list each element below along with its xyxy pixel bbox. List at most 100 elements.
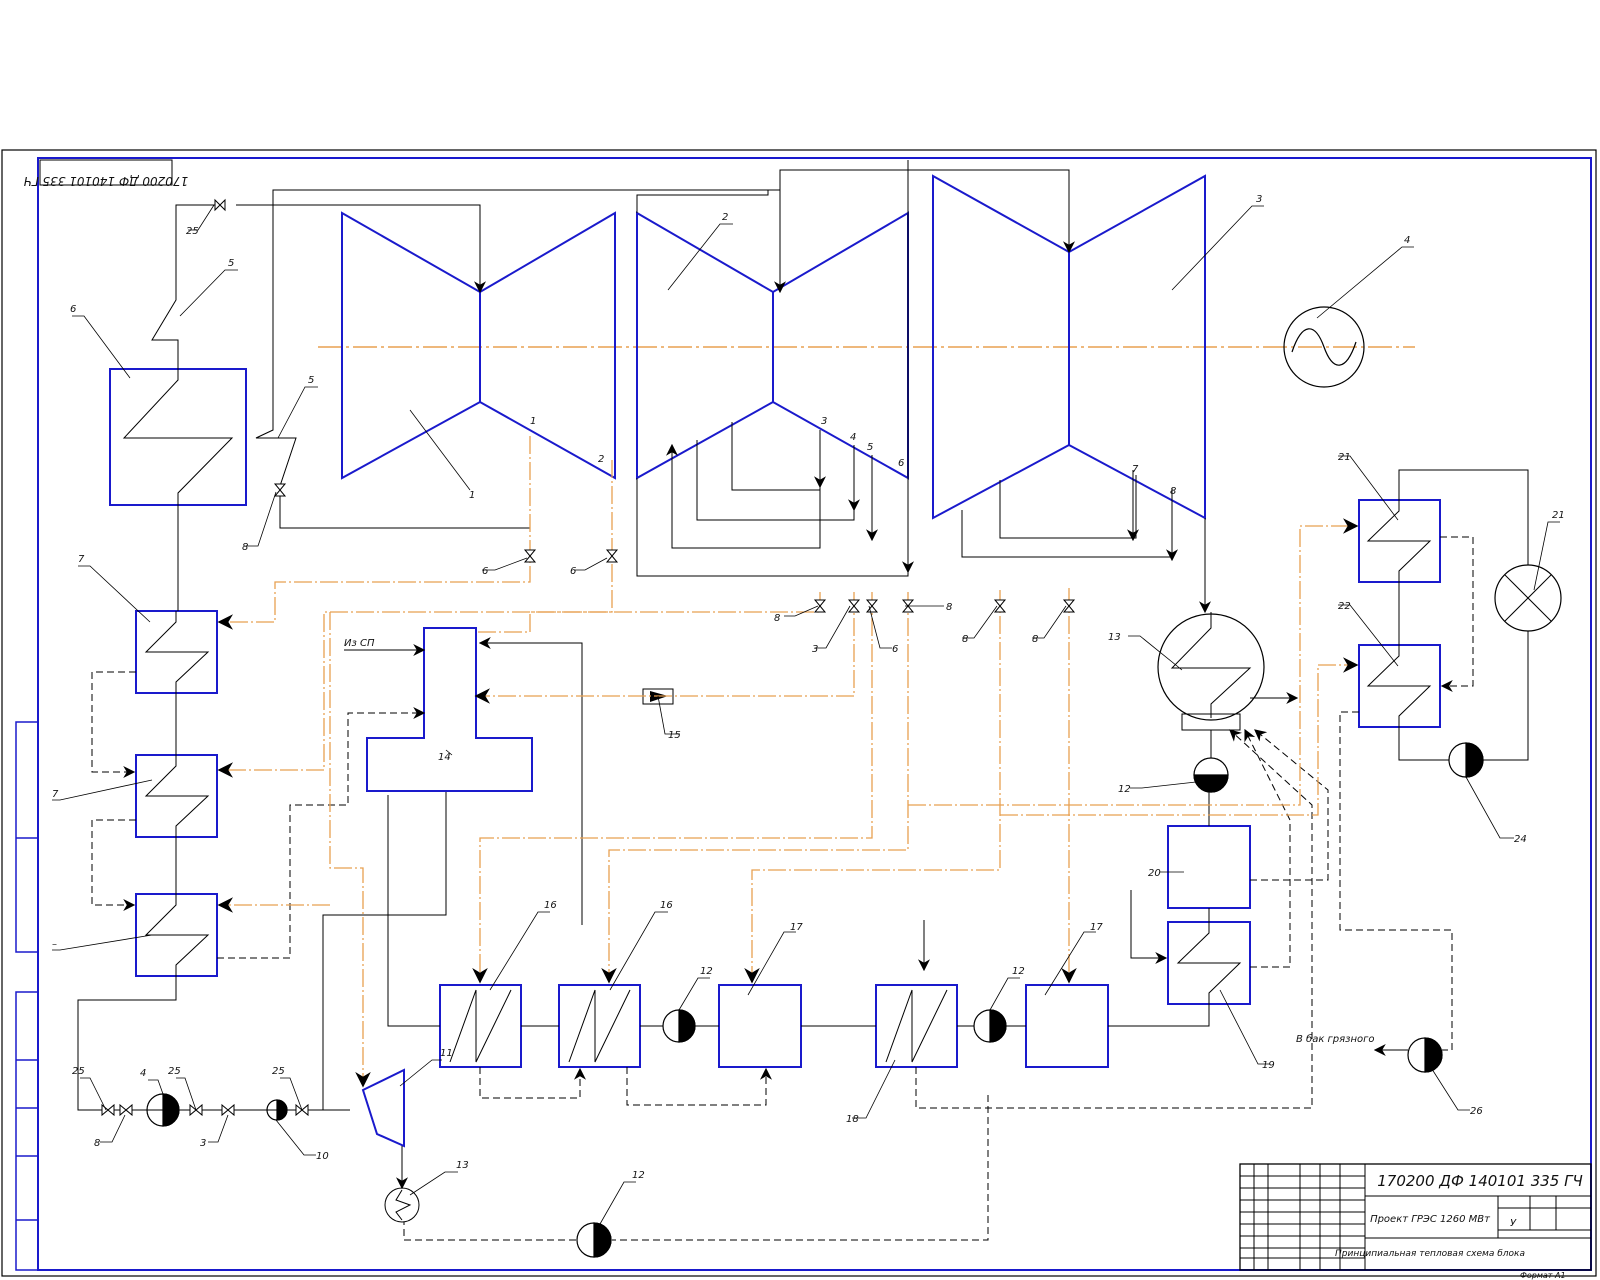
valve-25-a	[101, 1103, 115, 1117]
label-pump-drain: 26	[1470, 1106, 1483, 1117]
pump-cond	[1193, 757, 1229, 793]
label-valve-6-a: 6	[482, 566, 488, 577]
sheet-outer-frame	[1, 149, 1597, 1277]
label-ext-6: 6	[898, 458, 904, 469]
label-gland-cooler: 19	[1262, 1060, 1275, 1071]
deaerator	[366, 627, 533, 792]
label-pump-lp-b: 12	[1012, 966, 1025, 977]
label-lp-heater-e: 17	[1090, 922, 1103, 933]
label-hx-22: 22	[1338, 601, 1351, 612]
drain-lines	[91, 536, 1474, 1241]
valve-6-a	[523, 549, 537, 563]
label-hp-heater-mid: 7	[52, 789, 59, 800]
label-ipt: 2	[722, 212, 728, 223]
label-valve-8-d: 8	[1032, 634, 1038, 645]
label-lp-heater-d: 18	[846, 1114, 859, 1125]
turbine-small	[361, 1068, 405, 1148]
pumps	[146, 742, 1484, 1258]
label-ext-7: 7	[1132, 464, 1139, 475]
label-cooler-small: 13	[456, 1160, 469, 1171]
label-lpt: 3	[1256, 194, 1262, 205]
label-ext-5: 5	[867, 442, 873, 453]
label-hx-21: 21	[1338, 452, 1351, 463]
label-valve-25-top: 25	[186, 226, 199, 237]
label-lp-heater-c: 17	[790, 922, 803, 933]
valves	[101, 198, 1076, 1117]
title-project: Проект ГРЭС 1260 МВт	[1370, 1214, 1491, 1225]
valve-3-mid	[847, 599, 861, 613]
valve-8-mid	[813, 599, 827, 613]
label-lp-heater-a: 16	[544, 900, 557, 911]
title-format: Формат А1	[1520, 1271, 1566, 1280]
label-valve-3-bottom: 3	[200, 1138, 206, 1149]
label-deaerator: 14	[438, 752, 451, 763]
label-valve-25-b: 25	[168, 1066, 181, 1077]
pump-bottom	[576, 1222, 612, 1258]
leader-lines	[52, 204, 1560, 1225]
sheet-inner-frame	[37, 157, 1592, 1271]
process-lines	[77, 160, 1529, 1190]
label-ext-1: 1	[530, 416, 536, 427]
component-labels: 1 2 3 4 6 5 5 7 7 – 25 8 6 6 8 3 6 8 8 8…	[52, 194, 1565, 1181]
label-hp-heater-upper: 7	[78, 554, 85, 565]
top-stamp-text: 170200 ДФ 140101 335 ГЧ	[24, 174, 188, 188]
label-condenser: 13	[1108, 632, 1121, 643]
label-ext-4: 4	[850, 432, 856, 443]
cooler-small	[384, 1187, 420, 1223]
valve-8-d	[1062, 599, 1076, 613]
label-hp-heater-low: –	[52, 939, 57, 950]
valve-8-left	[273, 483, 287, 497]
title-code: 170200 ДФ 140101 335 ГЧ	[1377, 1172, 1583, 1190]
label-reheater: 5	[308, 375, 314, 386]
pump-cw	[1448, 742, 1484, 778]
label-boiler: 6	[70, 304, 76, 315]
label-valve-8-c: 8	[962, 634, 968, 645]
lp-heater-c	[718, 984, 802, 1068]
label-hpt: 1	[469, 490, 475, 501]
label-line-5-top: 5	[228, 258, 234, 269]
label-valve-3-mid: 3	[812, 644, 818, 655]
pump-lp-b	[973, 1009, 1007, 1043]
title-block: 170200 ДФ 140101 335 ГЧ Проект ГРЭС 1260…	[1239, 1163, 1592, 1280]
label-pump-lp-a: 12	[700, 966, 713, 977]
label-ext-2: 2	[598, 454, 604, 465]
extraction-lines	[217, 436, 1359, 1088]
valve-6-b	[605, 549, 619, 563]
label-valve-8-left: 8	[242, 542, 248, 553]
left-margin-strips	[15, 721, 39, 1271]
label-cooling-tower: 21	[1552, 510, 1565, 521]
label-outlet: В бак грязного	[1296, 1033, 1375, 1045]
condenser	[1157, 612, 1265, 731]
title-sheet: Принципиальная тепловая схема блока	[1335, 1249, 1525, 1259]
label-block-20: 20	[1148, 868, 1161, 879]
gland-cooler	[1167, 921, 1251, 1005]
title-stage: У	[1510, 1218, 1517, 1229]
lp-heater-d	[875, 984, 958, 1068]
label-ext-8: 8	[1170, 486, 1176, 497]
label-valve-6-c: 6	[892, 644, 898, 655]
valve-6-c	[865, 599, 879, 613]
hp-heater-mid	[135, 754, 218, 838]
valve-3-bottom	[221, 1103, 235, 1117]
label-generator: 4	[1404, 235, 1410, 246]
label-valve-25-a: 25	[72, 1066, 85, 1077]
generator	[1283, 306, 1365, 388]
hp-turbine	[341, 211, 616, 480]
label-inlet: Из СП	[344, 638, 375, 649]
hx-22	[1358, 644, 1441, 728]
label-ext-3: 3	[821, 416, 827, 427]
label-pump-left: 4	[140, 1068, 146, 1079]
label-valve-8-bottom: 8	[94, 1138, 100, 1149]
label-valve-8-mid: 8	[774, 613, 780, 624]
hx-21	[1358, 499, 1441, 583]
pump-drain	[1407, 1037, 1443, 1073]
boiler	[109, 368, 247, 506]
label-lp-heater-b: 16	[660, 900, 673, 911]
valve-8-bottom	[119, 1103, 133, 1117]
label-separator: 15	[668, 730, 681, 741]
valve-25-top	[214, 198, 226, 212]
label-pump-small: 10	[316, 1151, 329, 1162]
label-valve-8-right: 8	[946, 602, 952, 613]
cooling-tower	[1494, 564, 1562, 632]
